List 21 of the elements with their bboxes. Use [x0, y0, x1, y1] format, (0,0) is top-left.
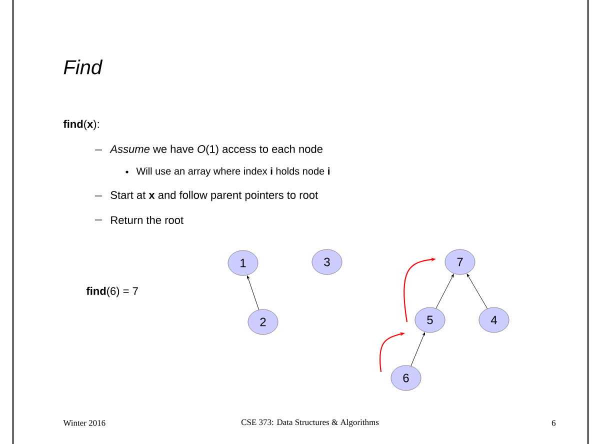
- footer-text: CSE 373: Data Structures & Algorithms: [241, 419, 379, 427]
- tree-node: 2: [248, 309, 278, 335]
- tree-node: 3: [312, 249, 342, 275]
- tree-node: 5: [414, 307, 446, 333]
- code-heading: find(x):: [63, 120, 99, 130]
- bullet-text: Return the root: [111, 216, 184, 224]
- footer-text: Winter 2016: [63, 420, 106, 426]
- tree-node: 4: [478, 307, 510, 333]
- bullet-text: Assume we have O(1) access to each node: [110, 144, 322, 156]
- page-number: 6: [552, 420, 556, 426]
- tree-node: 1: [228, 250, 258, 276]
- arrow: [466, 274, 488, 309]
- arrow: [247, 276, 260, 310]
- tree-node: 7: [444, 249, 476, 275]
- arrow: [410, 332, 425, 366]
- arrow: [436, 274, 454, 309]
- result-text: find(6) = 7: [86, 286, 138, 298]
- slide-title: Find: [64, 60, 103, 74]
- tree-node: 6: [390, 365, 422, 391]
- bullet-text: Will use an array where index i holds node i: [136, 167, 330, 177]
- bullet-text: Start at x and follow parent pointers to root: [110, 190, 318, 202]
